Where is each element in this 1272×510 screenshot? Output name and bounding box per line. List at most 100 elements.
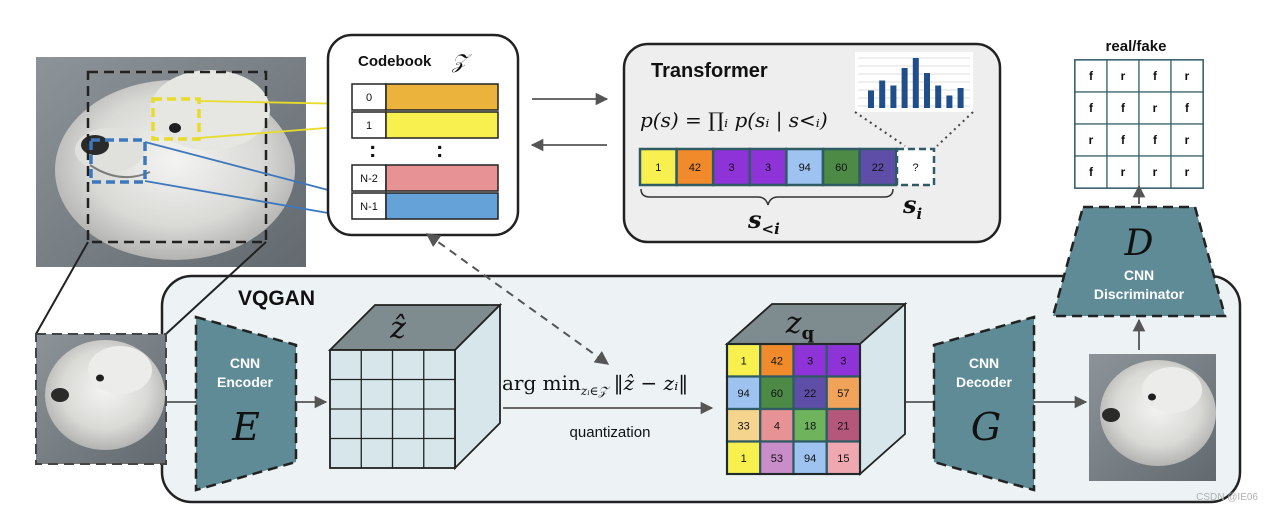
real-fake-cell xyxy=(1138,123,1172,157)
sequence-token-label: 3 xyxy=(765,162,771,174)
codebook-lookup-arrow xyxy=(425,233,610,365)
real-fake-label: r xyxy=(1153,165,1158,179)
real-fake-cell xyxy=(1170,123,1204,157)
histogram-dotted-right xyxy=(936,111,974,147)
real-fake-label: r xyxy=(1089,133,1094,147)
probability-histogram xyxy=(855,52,973,112)
crop-link-left xyxy=(35,241,89,335)
real-fake-label: f xyxy=(1089,69,1094,83)
z-q-cell-label: 33 xyxy=(738,420,750,432)
real-fake-label: f xyxy=(1153,69,1158,83)
z-q-cell-label: 57 xyxy=(837,388,849,400)
sequence-token-label: 1 xyxy=(655,162,661,174)
histogram-bar xyxy=(890,85,897,108)
codebook-title: Codebook xyxy=(358,53,432,70)
codebook-vector-cell xyxy=(385,83,499,111)
input-photo-small xyxy=(35,333,167,465)
transformer-title: Transformer xyxy=(651,60,768,82)
z-q-cell-label: 94 xyxy=(738,388,750,400)
real-fake-label: r xyxy=(1185,69,1190,83)
sequence-token-cell xyxy=(711,147,752,187)
watermark: CSDN @IE06 xyxy=(1196,492,1258,503)
codebook-index-label: N-2 xyxy=(360,173,378,185)
z-q-cell xyxy=(759,407,795,443)
histogram-bar xyxy=(868,90,874,108)
encoder-symbol: E xyxy=(231,405,260,449)
dog-nose-large-icon xyxy=(81,135,109,155)
codebook-index-label: 0 xyxy=(366,92,372,104)
discriminator-line1: CNN xyxy=(1124,267,1154,283)
yellow-patch-link-2 xyxy=(198,125,352,139)
dog-nose-output-icon xyxy=(1102,408,1120,422)
sequence-token-label: 94 xyxy=(799,162,811,174)
z-hat-cube xyxy=(327,302,503,471)
z-q-cell-label: 53 xyxy=(771,453,783,465)
codebook-ellipsis-left: : xyxy=(369,137,376,162)
blue-patch-link-1 xyxy=(144,141,352,197)
codebook-vector-cell xyxy=(385,164,499,192)
codebook-vector-cell xyxy=(385,192,499,220)
real-fake-label: f xyxy=(1121,101,1126,115)
z-q-cell-label: 3 xyxy=(807,355,813,367)
decoder-block xyxy=(932,315,1036,492)
s-i-label: si xyxy=(902,190,923,223)
real-fake-cell xyxy=(1074,155,1108,189)
codebook-index-cell xyxy=(351,192,387,220)
z-q-cell-label: 18 xyxy=(804,420,816,432)
z-q-cell-label: 1 xyxy=(741,453,747,465)
real-fake-label: r xyxy=(1121,69,1126,83)
real-fake-label: f xyxy=(1089,165,1094,179)
real-fake-label: f xyxy=(1089,101,1094,115)
codebook-index-cell xyxy=(351,164,387,192)
real-fake-label: f xyxy=(1185,101,1190,115)
real-fake-title: real/fake xyxy=(1106,38,1167,55)
real-fake-cell xyxy=(1138,155,1172,189)
patch-highlight-blue xyxy=(89,138,147,184)
z-q-cell-label: 94 xyxy=(804,453,816,465)
real-fake-cell xyxy=(1106,155,1140,189)
crop-region-box xyxy=(86,70,268,244)
codebook-ellipsis-right: : xyxy=(436,137,443,162)
transformer-formula: p(s) = ∏ᵢ p(sᵢ | s<ᵢ) xyxy=(640,108,828,133)
real-fake-cell xyxy=(1170,155,1204,189)
sequence-token-cell xyxy=(785,147,825,187)
real-fake-cell xyxy=(1106,91,1140,125)
s-less-label: s<i xyxy=(747,205,780,238)
sequence-token-label: 22 xyxy=(872,162,884,174)
codebook-index-label: N-1 xyxy=(360,201,378,213)
histogram-bar xyxy=(935,85,942,108)
real-fake-label: r xyxy=(1185,133,1190,147)
vqgan-title: VQGAN xyxy=(238,287,315,310)
histogram-bar xyxy=(957,88,964,108)
z-q-cell-label: 4 xyxy=(774,420,780,432)
encoder-line2: Encoder xyxy=(217,374,274,390)
crop-link-right xyxy=(165,241,267,335)
histogram-bar xyxy=(946,95,953,108)
output-photo xyxy=(1089,354,1216,481)
encoder-line1: CNN xyxy=(230,355,260,371)
z-q-cell xyxy=(825,407,862,443)
sequence-token-cell xyxy=(858,147,898,187)
codebook-index-label: 1 xyxy=(366,120,372,132)
histogram-bar xyxy=(912,58,919,108)
z-q-cell xyxy=(725,342,762,378)
quantization-label: quantization xyxy=(570,424,651,441)
sequence-token-cell xyxy=(638,147,678,187)
yellow-patch-link-1 xyxy=(198,100,352,105)
discriminator-block xyxy=(1051,205,1227,318)
histogram-dotted-left xyxy=(854,111,906,147)
sequence-token-label: 60 xyxy=(835,162,847,174)
decoder-line2: Decoder xyxy=(956,374,1013,390)
real-fake-label: r xyxy=(1185,165,1190,179)
codebook-vector-cell xyxy=(385,111,499,139)
sequence-token-cell xyxy=(748,147,788,187)
decoder-line1: CNN xyxy=(969,355,999,371)
z-q-cell xyxy=(792,407,828,443)
discriminator-line2: Discriminator xyxy=(1094,286,1185,302)
real-fake-label: f xyxy=(1153,133,1158,147)
s-less-brace xyxy=(640,188,894,206)
